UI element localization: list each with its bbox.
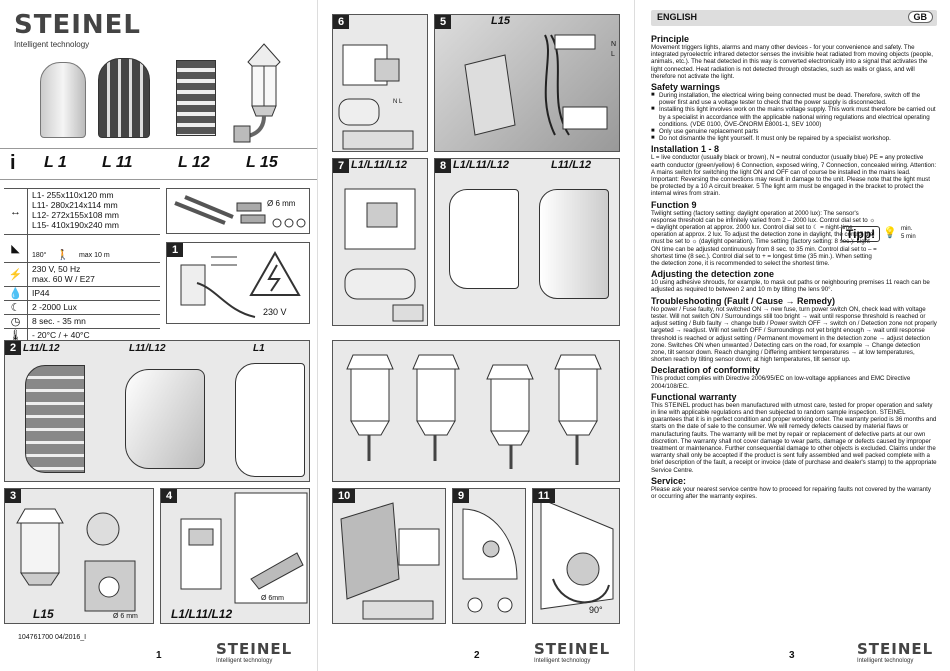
voltage-label: 230 V [263,307,287,317]
screws-illustration [174,195,306,228]
step-5-box: 5 L15 N L [434,14,620,152]
spec-dimensions: ↔ L1- 255x110x120 mm L11- 280x214x114 mm… [4,189,160,235]
tip-badge: Tipp! [841,226,881,242]
lamp-housing-c [235,363,305,477]
model-l1: L 1 [44,154,67,171]
lightning-bulb-icon: ⚡ [4,263,28,286]
spec-power: ⚡ 230 V, 50 Hz max. 60 W / E27 [4,263,160,287]
step-4-box: 4 L1/L11/L12 Ø 6mm [160,488,310,624]
screws-box: Ø 6 mm [166,188,310,234]
lamp-housing-b [125,369,205,469]
spec-ip: 💧 IP44 [4,287,160,301]
step-7-box: 7 L1/L11/L12 [332,158,428,326]
footer-logo-1: STEINEL Intelligent technology [216,640,293,664]
thermometer-icon: 🌡 [4,329,28,342]
language-bar: ENGLISH GB [651,10,937,26]
detection-angle-icon: ◣ [4,235,28,262]
language-code-badge: GB [907,11,933,23]
shroud-illustration [340,502,440,620]
lens-tilt-illustration [540,498,614,610]
bulb-icon: 💡 [883,227,897,239]
spec-table: ↔ L1- 255x110x120 mm L11- 280x214x114 mm… [4,188,160,343]
model-row [0,148,317,180]
person-icon: 🚶 [56,250,69,261]
lantern-assembly-box [332,340,620,482]
step-3-box: 3 L15 Ø 6 mm [4,488,154,624]
step-9-box: 9 [452,488,526,624]
product-l15-image [233,43,281,143]
page-number-3: 3 [789,650,795,661]
housing-assembly-a [449,189,519,289]
instruction-text: Principle Movement triggers lights, alar… [651,32,937,500]
page-number-1: 1 [156,650,162,661]
l15-mounting-illustration [16,508,136,612]
step-8-box: 8 L1/L11/L12 L11/L12 [434,158,620,326]
model-l11: L 11 [102,154,133,171]
step-1-box: 1 230 V [166,242,310,324]
sun-moon-icon: ☾ [4,301,28,314]
spec-lux: ☾ 2 -2000 Lux [4,301,160,315]
control-dial-illustration [462,508,518,613]
safety-warnings-list: During installation, the electrical wiri… [651,92,937,143]
lamp-housing-a [25,365,85,473]
exposed-wiring-illustration [338,44,414,150]
model-l12: L 12 [178,154,210,171]
clock-icon: ◷ [4,315,28,328]
l15-wiring-illustration [464,34,608,136]
screw-diameter: Ø 6 mm [267,199,296,208]
step-2-box: 2 L11/L12 L11/L12 L1 [4,340,310,482]
brand-logo: STEINEL Intelligent technology [14,10,141,49]
lantern-assembly-illustration [346,354,602,469]
product-l1-image [40,62,86,138]
info-icon: i [10,152,16,174]
product-l11-image [98,58,150,138]
step-10-box: 10 [332,488,446,624]
tilt-angle: 90° [589,605,603,615]
page-3: ENGLISH GB Principle Movement triggers l… [634,0,950,671]
step-6-box: 6 L N [332,14,428,152]
housing-assembly-b [539,189,609,299]
footer-logo-3: STEINEL Intelligent technology [857,640,934,664]
page-2: 6 L N 5 L15 N L 7 L1/L11/L12 [317,0,634,671]
wall-drilling-illustration [180,492,308,604]
model-l15: L 15 [246,154,278,171]
spec-detection: ◣ 180° 🚶 max 10 m [4,235,160,263]
step-11-box: 11 90° [532,488,620,624]
spec-time: ◷ 8 sec. - 35 mn [4,315,160,329]
document-code: 104761700 04/2016_I [18,634,87,641]
switch-off-illustration [180,250,301,318]
dimension-icon: ↔ [4,189,28,234]
footer-logo-2: STEINEL Intelligent technology [534,640,611,664]
product-l12-image [176,60,216,136]
page-1: STEINEL Intelligent technology i L 1 L 1… [0,0,317,671]
concealed-wiring-illustration [344,188,424,322]
water-drop-icon: 💧 [4,287,28,300]
page-number-2: 2 [474,650,480,661]
